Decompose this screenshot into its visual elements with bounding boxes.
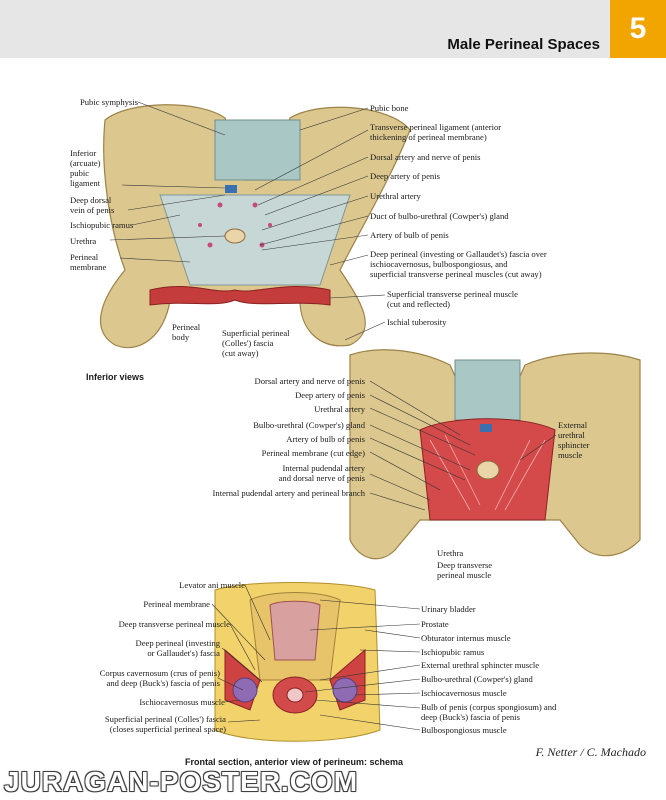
label-f3-levator-ani: Levator ani muscle xyxy=(179,580,245,590)
label-bulbo-urethral-duct: Duct of bulbo-urethral (Cowper's) gland xyxy=(370,211,509,221)
label-ischial-tuberosity: Ischial tuberosity xyxy=(387,317,447,327)
label-f3-corpus-cavernosum: Corpus cavernosum (crus of penis) and de… xyxy=(99,668,220,688)
label-f2-internal-pudendal-perineal: Internal pudendal artery and perineal br… xyxy=(212,488,365,498)
label-f2-deep-transverse-perineal: Deep transverse perineal muscle xyxy=(437,560,493,580)
label-f3-external-urethral-sphincter: External urethral sphincter muscle xyxy=(421,660,540,670)
watermark-text: JURAGAN-POSTER.COM xyxy=(4,766,359,797)
label-f3-ischiocavernosus: Ischiocavernosus muscle xyxy=(421,688,507,698)
label-f2-dorsal-artery: Dorsal artery and nerve of penis xyxy=(254,376,365,386)
label-f3-prostate: Prostate xyxy=(421,619,449,629)
label-f3-perineal-membrane: Perineal membrane xyxy=(143,599,210,609)
label-ischiopubic-ramus: Ischiopubic ramus xyxy=(70,220,134,230)
label-deep-dorsal-vein: Deep dorsal vein of penis xyxy=(70,195,115,215)
label-f2-deep-artery: Deep artery of penis xyxy=(295,390,365,400)
label-colles-fascia: Superficial perineal (Colles') fascia (c… xyxy=(222,328,290,358)
label-perineal-membrane: Perineal membrane xyxy=(70,252,107,272)
caption-frontal-section: Frontal section, anterior view of perine… xyxy=(185,757,404,767)
label-pubic-symphysis: Pubic symphysis xyxy=(79,97,138,107)
caption-inferior-views: Inferior views xyxy=(86,372,145,382)
label-transverse-perineal-ligament: Transverse perineal ligament (anterior t… xyxy=(370,122,502,142)
label-f3-obturator-internus: Obturator internus muscle xyxy=(421,633,511,643)
label-f2-external-urethral-sphincter: External urethral sphincter muscle xyxy=(558,420,590,460)
label-f3-urinary-bladder: Urinary bladder xyxy=(421,604,476,614)
figure-3-drawing xyxy=(214,582,381,742)
label-f3-bulbo-urethral-gland: Bulbo-urethral (Cowper's) gland xyxy=(421,674,533,684)
label-f3-ischiopubic-ramus: Ischiopubic ramus xyxy=(421,647,485,657)
figure-1-drawing xyxy=(99,104,411,349)
label-f3-deep-transverse-perineal: Deep transverse perineal muscle xyxy=(118,619,230,629)
label-f2-internal-pudendal-dorsal: Internal pudendal artery and dorsal nerv… xyxy=(278,463,365,483)
label-pubic-bone: Pubic bone xyxy=(370,103,409,113)
artist-signature: F. Netter / C. Machado xyxy=(535,745,646,759)
label-superficial-transverse-perineal: Superficial transverse perineal muscle (… xyxy=(387,289,519,309)
label-dorsal-artery-nerve: Dorsal artery and nerve of penis xyxy=(370,152,481,162)
label-f3-colles-fascia: Superficial perineal (Colles') fascia (c… xyxy=(104,714,226,734)
page-title: Male Perineal Spaces xyxy=(447,36,600,53)
plate-number-tab: 5 xyxy=(610,0,666,58)
label-inferior-pubic-ligament: Inferior (arcuate) pubic ligament xyxy=(70,148,101,188)
label-urethral-artery: Urethral artery xyxy=(370,191,421,201)
leader-lines xyxy=(109,101,557,731)
label-f2-bulbo-urethral-gland: Bulbo-urethral (Cowper's) gland xyxy=(253,420,365,430)
label-f3-bulb-of-penis: Bulb of penis (corpus spongiosum) and de… xyxy=(421,702,557,722)
figure-2-drawing xyxy=(349,349,641,560)
label-deep-perineal-fascia: Deep perineal (investing or Gallaudet's)… xyxy=(370,249,547,279)
label-artery-bulb: Artery of bulb of penis xyxy=(370,230,449,240)
page-header: Male Perineal Spaces xyxy=(0,0,666,58)
label-urethra: Urethra xyxy=(70,236,97,246)
label-f2-artery-bulb: Artery of bulb of penis xyxy=(286,434,365,444)
label-f2-perineal-membrane: Perineal membrane (cut edge) xyxy=(261,448,365,458)
label-f3-deep-perineal-fascia: Deep perineal (investing or Gallaudet's)… xyxy=(135,638,220,658)
label-f3-bulbospongiosus: Bulbospongiosus muscle xyxy=(421,725,507,735)
label-f2-urethral-artery: Urethral artery xyxy=(314,404,365,414)
label-f2-urethra: Urethra xyxy=(437,548,464,558)
label-deep-artery: Deep artery of penis xyxy=(370,171,440,181)
label-f3-ischiocavernosus: Ischiocavernosus muscle xyxy=(139,697,225,707)
label-perineal-body: Perineal body xyxy=(172,322,201,342)
